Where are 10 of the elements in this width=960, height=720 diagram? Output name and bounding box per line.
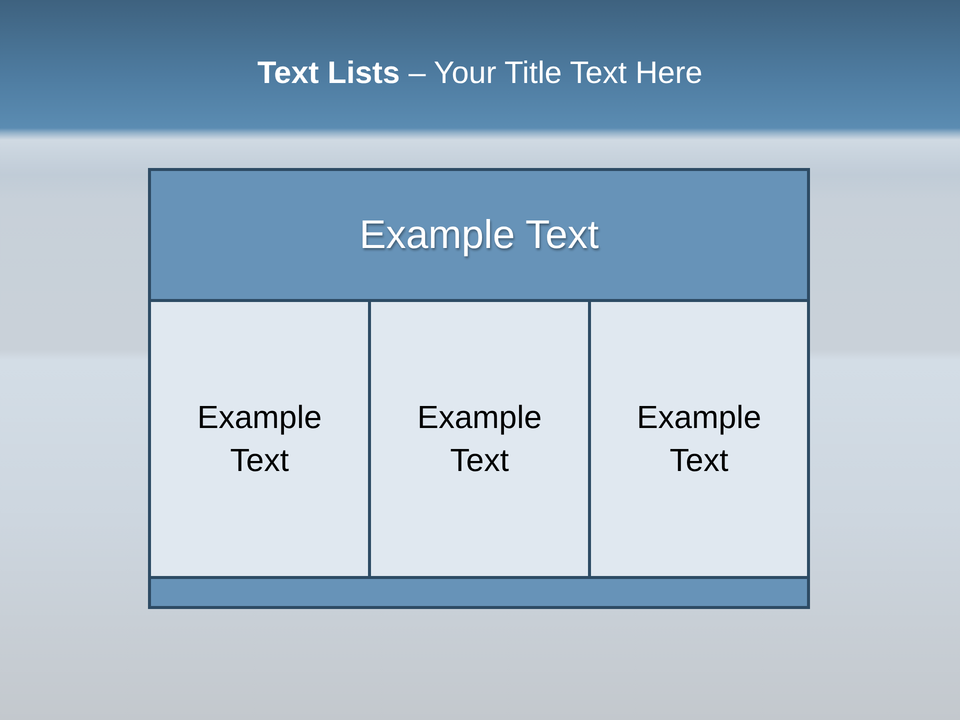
column-text: Example Text — [196, 398, 323, 480]
slide-title: Text Lists – Your Title Text Here — [257, 55, 703, 91]
header-panel — [148, 168, 810, 302]
column-text: Example Text — [636, 398, 762, 480]
header-text: Example Text — [359, 212, 599, 258]
footer-bar — [148, 576, 810, 609]
column-text: Example Text — [416, 398, 543, 480]
column-panel — [148, 299, 371, 579]
column-panel — [368, 299, 591, 579]
column-panel — [588, 299, 810, 579]
